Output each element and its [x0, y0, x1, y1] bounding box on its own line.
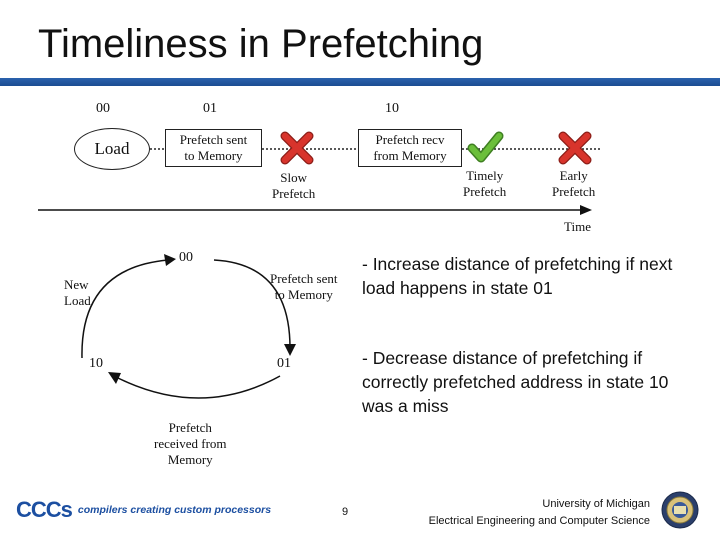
arc-10-to-00: [81, 259, 169, 359]
timeline-state-00: 00: [96, 101, 110, 116]
cccs-tagline: compilers creating custom processors: [77, 504, 272, 516]
title-accent-bar: [0, 78, 720, 86]
university-seal-icon: [661, 491, 699, 529]
cross-icon: [558, 131, 592, 165]
prefetch-sent-box: Prefetch sent to Memory: [165, 129, 262, 167]
slide-title: Timeliness in Prefetching: [38, 22, 484, 66]
prefetch-recv-box: Prefetch recv from Memory: [358, 129, 462, 167]
slow-prefetch-label: Slow Prefetch: [272, 170, 316, 201]
new-load-label: New Load: [64, 277, 91, 308]
check-icon: [467, 131, 504, 163]
time-axis-label: Time: [564, 219, 591, 234]
university-block: University of Michigan Electrical Engine…: [420, 496, 650, 530]
cccs-logo: CCCs compilers creating custom processor…: [16, 497, 271, 523]
state-10-node: 10: [86, 356, 106, 372]
bullet-decrease-distance: - Decrease distance of prefetching if co…: [362, 348, 669, 416]
load-node: Load: [74, 128, 150, 170]
cccs-logo-text: CCCs: [16, 497, 73, 522]
arc-01-to-10: [113, 375, 281, 399]
early-prefetch-label: Early Prefetch: [552, 168, 596, 199]
time-axis-arrowhead: [580, 205, 592, 215]
timeline-state-10: 10: [385, 101, 399, 116]
prefetch-received-label: Prefetch received from Memory: [154, 420, 227, 467]
sm-prefetch-sent-label: Prefetch sent to Memory: [270, 271, 338, 302]
state-00-node: 00: [176, 250, 196, 266]
university-name: University of Michigan: [542, 498, 650, 510]
arc-00-to-01: [213, 259, 291, 349]
timeline-state-01: 01: [203, 101, 217, 116]
page-number: 9: [342, 506, 349, 518]
bullet-increase-distance: - Increase distance of prefetching if ne…: [362, 254, 673, 298]
department-name: Electrical Engineering and Computer Scie…: [428, 515, 650, 527]
timely-prefetch-label: Timely Prefetch: [463, 168, 507, 199]
state-01-node: 01: [274, 356, 294, 372]
cross-icon: [280, 131, 314, 165]
